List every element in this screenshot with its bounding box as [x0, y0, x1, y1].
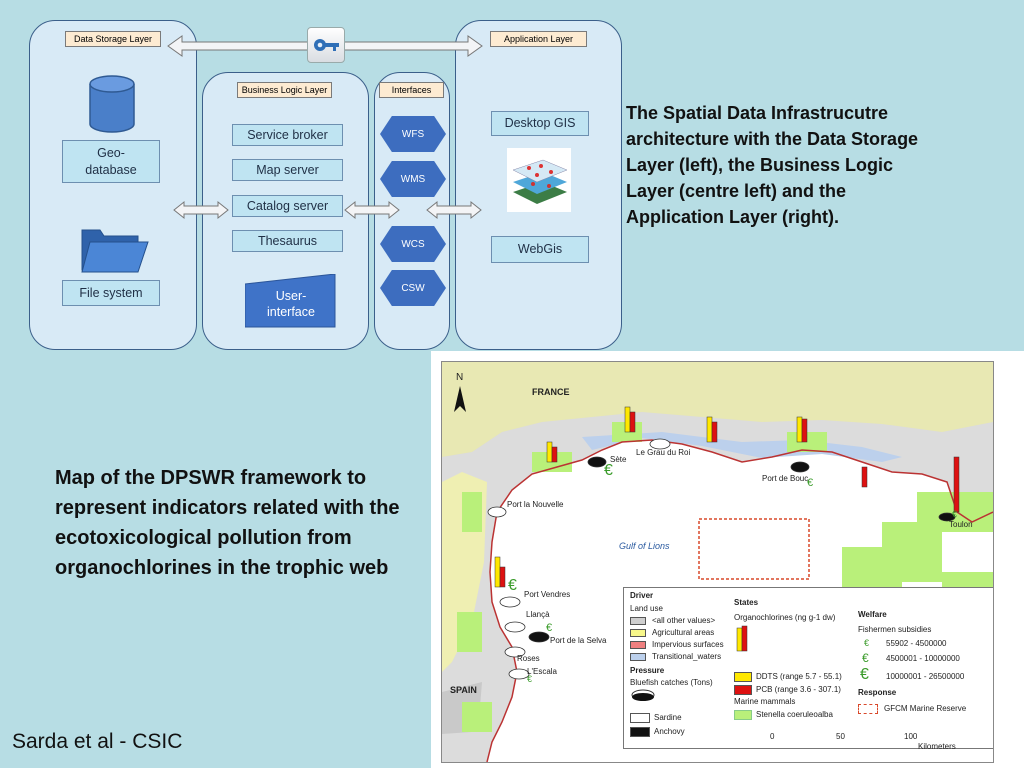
- legend-swatch-impervious: [630, 641, 646, 649]
- thesaurus-box: Thesaurus: [232, 230, 343, 252]
- legend-land-item: Agricultural areas: [652, 628, 715, 637]
- storage-business-arrow: [173, 200, 229, 220]
- interfaces-tag: Interfaces: [379, 82, 444, 98]
- scale-unit: Kilometers: [918, 742, 956, 751]
- legend-sub-item: 4500001 - 10000000: [886, 654, 960, 663]
- legend-states: States: [734, 598, 759, 607]
- euro-marker-icon: €: [952, 509, 958, 519]
- desktop-gis-box: Desktop GIS: [491, 111, 589, 136]
- data-storage-layer-tag: Data Storage Layer: [65, 31, 161, 47]
- interfaces-application-arrow: [426, 200, 482, 220]
- place-label: Port de la Selva: [550, 636, 607, 645]
- place-label: Port la Nouvelle: [507, 500, 564, 509]
- legend-reserve: GFCM Marine Reserve: [884, 704, 967, 713]
- legend-swatch-ddts: [734, 672, 752, 682]
- place-label: Toulon: [949, 520, 973, 529]
- dpswr-map: N FRANCE SPAIN Gulf of Lions Le Grau du …: [431, 351, 1024, 768]
- france-label: FRANCE: [532, 387, 570, 397]
- legend-sardine: Sardine: [654, 713, 682, 722]
- place-label: Llançà: [526, 610, 550, 619]
- csw-hexagon: CSW: [380, 270, 446, 306]
- legend-swatch-other: [630, 617, 646, 625]
- map-server-box: Map server: [232, 159, 343, 181]
- map-area: N FRANCE SPAIN Gulf of Lions Le Grau du …: [441, 361, 994, 763]
- legend-ddts: DDTS (range 5.7 - 55.1): [756, 672, 842, 681]
- legend-land-item: <all other values>: [652, 616, 716, 625]
- business-logic-layer-tag: Business Logic Layer: [237, 82, 332, 98]
- legend-swatch-anchovy: [630, 727, 650, 737]
- scale-label: 0: [770, 732, 775, 741]
- scale-label: 100: [904, 732, 918, 741]
- service-broker-box: Service broker: [232, 124, 343, 146]
- legend-mammals: Marine mammals: [734, 697, 796, 706]
- legend-swatch-pcb: [734, 685, 752, 695]
- legend-swatch-reserve: [858, 704, 878, 714]
- legend-pressure: Pressure: [630, 666, 665, 675]
- legend-land-use: Land use: [630, 604, 663, 613]
- place-label: L'Escala: [527, 667, 557, 676]
- north-label: N: [456, 372, 464, 383]
- legend-land-item: Impervious surfaces: [652, 640, 724, 649]
- folder-icon: [81, 229, 149, 273]
- legend-response: Response: [858, 688, 897, 697]
- place-label: Le Grau du Roi: [636, 448, 691, 457]
- map-legend: Driver Land use <all other values> Agric…: [623, 587, 993, 749]
- spain-label: SPAIN: [450, 685, 477, 695]
- euro-marker-icon: €: [546, 622, 553, 634]
- geodatabase-box: Geo- database: [62, 140, 160, 183]
- legend-stenella: Stenella coeruleoalba: [756, 710, 833, 719]
- legend-organo: Organochlorines (ng g-1 dw): [734, 613, 836, 622]
- euro-marker-icon: €: [604, 462, 613, 479]
- legend-pcb: PCB (range 3.6 - 307.1): [756, 685, 841, 694]
- legend-swatch-water: [630, 653, 646, 661]
- place-label: Port Vendres: [524, 590, 571, 599]
- legend-bluefish: Bluefish catches (Tons): [630, 678, 713, 687]
- business-interfaces-arrow: [344, 200, 400, 220]
- catalog-server-box: Catalog server: [232, 195, 343, 217]
- euro-icon: €: [864, 638, 870, 648]
- place-label: Port de Bouc: [762, 474, 809, 483]
- euro-icon: €: [860, 666, 869, 683]
- database-icon: [89, 75, 135, 133]
- application-layer-tag: Application Layer: [490, 31, 587, 47]
- webgis-box: WebGis: [491, 236, 589, 263]
- euro-marker-icon: €: [527, 674, 533, 684]
- architecture-caption: The Spatial Data Infrastrucutre architec…: [626, 103, 919, 227]
- map-geography: [442, 362, 993, 762]
- map-caption: Map of the DPSWR framework to represent …: [55, 467, 400, 579]
- legend-driver: Driver: [630, 591, 654, 600]
- legend-dish-icon: [631, 689, 655, 701]
- euro-icon: €: [862, 651, 869, 665]
- legend-sub-item: 55902 - 4500000: [886, 639, 947, 648]
- legend-sub-item: 10000001 - 26500000: [886, 672, 965, 681]
- wcs-hexagon: WCS: [380, 226, 446, 262]
- key-icon: [307, 27, 345, 63]
- wfs-hexagon: WFS: [380, 116, 446, 152]
- user-interface-label: User- interface: [267, 289, 315, 319]
- author-credit: Sarda et al - CSIC: [12, 730, 183, 753]
- gulf-label: Gulf of Lions: [619, 541, 670, 551]
- gis-layers-icon: [507, 148, 571, 212]
- legend-anchovy: Anchovy: [654, 727, 685, 736]
- legend-swatch-stenella: [734, 710, 752, 720]
- place-label: Roses: [517, 654, 540, 663]
- legend-swatch-agri: [630, 629, 646, 637]
- user-interface-shape: [245, 274, 336, 328]
- scale-label: 50: [836, 732, 845, 741]
- euro-marker-icon: €: [508, 577, 517, 594]
- file-system-box: File system: [62, 280, 160, 306]
- wms-hexagon: WMS: [380, 161, 446, 197]
- legend-swatch-sardine: [630, 713, 650, 723]
- legend-subsidies: Fishermen subsidies: [858, 625, 932, 634]
- legend-land-item: Transitional_waters: [652, 652, 722, 661]
- legend-welfare: Welfare: [858, 610, 887, 619]
- euro-marker-icon: €: [807, 477, 814, 489]
- legend-bar-icon: [736, 625, 748, 652]
- place-label: Sète: [610, 455, 627, 464]
